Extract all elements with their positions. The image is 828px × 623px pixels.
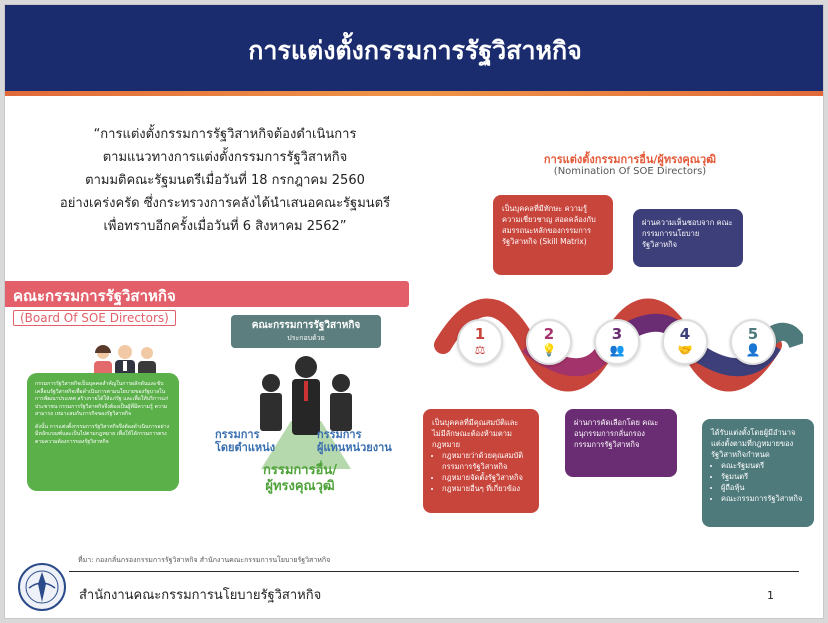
idea-icon: 💡 [541,343,557,357]
quote-line: อย่างเคร่งครัด ซึ่งกระทรวงการคลังได้นำเส… [59,196,391,211]
meeting-icon: 👥 [609,343,625,357]
board-description-box: กรรมการรัฐวิสาหกิจเป็นบุคคลสำคัญในการผลั… [27,373,179,491]
board-description-p1: กรรมการรัฐวิสาหกิจเป็นบุคคลสำคัญในการผลั… [35,381,169,417]
representative-label: กรรมการ ผู้แทนหน่วยงาน [317,428,392,454]
quote-block: “การแต่งตั้งกรรมการรัฐวิสาหกิจต้องดำเนิน… [45,123,405,238]
list-item: คณะรัฐมนตรี [721,460,805,471]
organization-name: สำนักงานคณะกรรมการนโยบายรัฐวิสาหกิจ [79,588,322,603]
step-1-circle: 1 ⚖ [457,319,503,365]
qualification-list: กฎหมายว่าด้วยคุณสมบัติกรรมการรัฐวิสาหกิจ… [432,450,530,494]
list-item: กฎหมายอื่นๆ ที่เกี่ยวข้อง [442,483,530,494]
board-composition-label: คณะกรรมการรัฐวิสาหกิจ ประกอบด้วย [231,315,381,348]
step-2-circle: 2 💡 [526,319,572,365]
gavel-icon: ⚖ [474,343,486,357]
organization-seal-icon [18,563,66,611]
appointment-title: ได้รับแต่งตั้งโดยผู้มีอำนาจแต่งตั้งตามที… [711,428,796,459]
representative-line1: กรรมการ [317,428,362,441]
board-description-p2: ดังนั้น การแต่งตั้งกรรมการรัฐวิสาหกิจจึง… [35,423,170,445]
header-accent-strip [5,91,823,96]
ex-officio-label: กรรมการ โดยตำแหน่ง [215,428,275,454]
independent-line2: ผู้ทรงคุณวุฒิ [265,479,335,494]
appointment-list: คณะรัฐมนตรี รัฐมนตรี ผู้ถือหุ้น คณะกรรมก… [711,460,805,504]
qualification-card: เป็นบุคคลที่มีคุณสมบัติและไม่มีลักษณะต้อ… [423,409,539,513]
quote-line: ตามมติคณะรัฐมนตรีเมื่อวันที่ 18 กรกฎาคม … [85,173,365,188]
step-4-number: 4 [679,325,691,343]
step-5-circle: 5 👤 [730,319,776,365]
composition-title: คณะกรรมการรัฐวิสาหกิจ [251,320,361,331]
board-figures-icon [260,356,352,469]
quote-line: ตามแนวทางการแต่งตั้งกรรมการรัฐวิสาหกิจ [102,150,348,165]
list-item: รัฐมนตรี [721,471,805,482]
source-note: ที่มา: กองกลั่นกรองกรรมการรัฐวิสาหกิจ สำ… [78,556,331,564]
board-title-eng: (Board Of SOE Directors) [13,310,176,326]
policy-approval-text: ผ่านความเห็นชอบจาก คณะกรรมการนโยบายรัฐวิ… [642,218,733,249]
qualification-title: เป็นบุคคลที่มีคุณสมบัติและไม่มีลักษณะต้อ… [432,418,519,449]
composition-subtitle: ประกอบด้วย [287,334,325,342]
step-3-number: 3 [611,325,623,343]
independent-label: กรรมการอื่น/ ผู้ทรงคุณวุฒิ [263,463,337,495]
step-1-number: 1 [474,325,486,343]
list-item: ผู้ถือหุ้น [721,482,805,493]
nomination-title-thai: การแต่งตั้งกรรมการอื่น/ผู้ทรงคุณวุฒิ [543,153,717,166]
list-item: กฎหมายจัดตั้งรัฐวิสาหกิจ [442,472,530,483]
quote-line: เพื่อทราบอีกครั้งเมื่อวันที่ 6 สิงหาคม 2… [103,219,347,234]
independent-line1: กรรมการอื่น/ [263,463,338,478]
ex-officio-line1: กรรมการ [215,428,260,441]
person-icon: 👤 [745,343,761,357]
handshake-icon: 🤝 [677,343,693,357]
quote-line: “การแต่งตั้งกรรมการรัฐวิสาหกิจต้องดำเนิน… [93,127,357,142]
screening-card: ผ่านการคัดเลือกโดย คณะอนุกรรมการกลั่นกรอ… [565,409,677,477]
board-title-thai: คณะกรรมการรัฐวิสาหกิจ [13,287,176,305]
slide-title: การแต่งตั้งกรรมการรัฐวิสาหกิจ [248,36,582,65]
board-banner-bar [5,281,409,307]
step-3-circle: 3 👥 [594,319,640,365]
policy-approval-card: ผ่านความเห็นชอบจาก คณะกรรมการนโยบายรัฐวิ… [633,209,743,267]
step-5-number: 5 [747,325,759,343]
page-number: 1 [767,589,774,602]
board-banner: คณะกรรมการรัฐวิสาหกิจ (Board Of SOE Dire… [5,281,409,335]
footer-divider [69,571,799,572]
skill-matrix-card: เป็นบุคคลที่มีทักษะ ความรู้ ความเชี่ยวชา… [493,195,613,275]
step-4-circle: 4 🤝 [662,319,708,365]
skill-matrix-text: เป็นบุคคลที่มีทักษะ ความรู้ ความเชี่ยวชา… [502,204,596,246]
slide-header: การแต่งตั้งกรรมการรัฐวิสาหกิจ [5,5,823,91]
nomination-title-eng: (Nomination Of SOE Directors) [553,166,707,177]
screening-text: ผ่านการคัดเลือกโดย คณะอนุกรรมการกลั่นกรอ… [574,418,659,449]
representative-line2: ผู้แทนหน่วยงาน [317,441,392,454]
list-item: กฎหมายว่าด้วยคุณสมบัติกรรมการรัฐวิสาหกิจ [442,450,530,472]
list-item: คณะกรรมการรัฐวิสาหกิจ [721,493,805,504]
slide: การแต่งตั้งกรรมการรัฐวิสาหกิจ “การแต่งตั… [4,4,824,619]
appointment-card: ได้รับแต่งตั้งโดยผู้มีอำนาจแต่งตั้งตามที… [702,419,814,527]
step-2-number: 2 [543,325,555,343]
ex-officio-line2: โดยตำแหน่ง [215,441,276,454]
